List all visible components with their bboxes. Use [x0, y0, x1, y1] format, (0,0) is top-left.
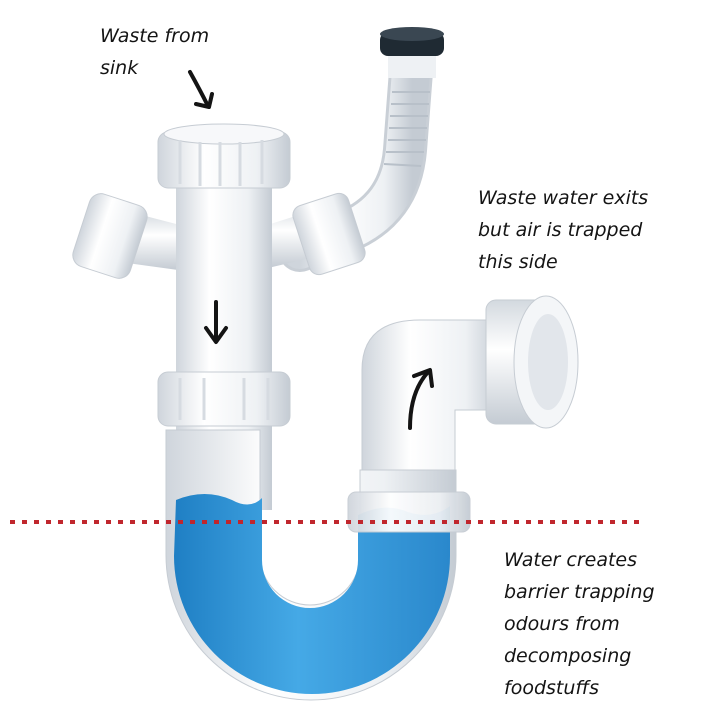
- outlet-nut: [486, 296, 578, 428]
- riser-nut: [348, 492, 470, 532]
- annotation-line: sink: [100, 52, 209, 84]
- top-nut: [158, 124, 290, 188]
- hose-seal-ring: [380, 27, 444, 78]
- annotation-line: this side: [478, 246, 648, 278]
- annotation-line: but air is trapped: [478, 214, 648, 246]
- left-side-outlet: [70, 191, 180, 282]
- annotation-line: odours from: [504, 608, 655, 640]
- annotation-air-trapped: Waste water exits but air is trapped thi…: [478, 182, 648, 278]
- annotation-line: Waste water exits: [478, 182, 648, 214]
- annotation-line: barrier trapping: [504, 576, 655, 608]
- annotation-line: decomposing: [504, 640, 655, 672]
- middle-nut: [158, 372, 290, 426]
- annotation-line: Water creates: [504, 544, 655, 576]
- annotation-line: foodstuffs: [504, 672, 655, 704]
- outlet-elbow: [362, 320, 500, 470]
- annotation-line: Waste from: [100, 20, 209, 52]
- right-side-outlet: [258, 191, 368, 277]
- annotation-sink-waste: Waste from sink: [100, 20, 209, 84]
- annotation-water-barrier: Water creates barrier trapping odours fr…: [504, 544, 655, 704]
